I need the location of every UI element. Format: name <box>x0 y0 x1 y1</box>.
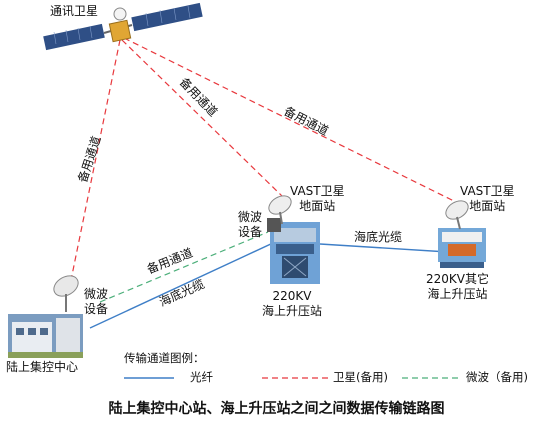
satellite-dish-icon <box>445 200 469 230</box>
station-other-text: 220KV其它 海上升压站 <box>426 272 489 301</box>
station-other-label: 220KV其它 海上升压站 <box>426 272 489 302</box>
ground-station-2-label: VAST卫星 地面站 <box>460 184 515 214</box>
ground-station-1-label: VAST卫星 地面站 <box>290 184 345 214</box>
satellite-icon <box>43 2 203 51</box>
microwave-station-text: 微波 设备 <box>238 210 263 239</box>
station-220kv-label: 220KV 海上升压站 <box>262 289 322 319</box>
satellite-label: 通讯卫星 <box>50 4 99 18</box>
legend-title: 传输通道图例： <box>124 351 205 365</box>
subsea-cable-label: 海底光缆 <box>354 230 403 244</box>
satellite-link-220kv-station <box>121 39 283 197</box>
offshore-platform-icon <box>438 228 486 268</box>
fiber-link-station-other <box>319 243 449 253</box>
offshore-platform-icon <box>270 222 320 284</box>
station-220kv-text: 220KV 海上升压站 <box>262 289 323 318</box>
satellite-dish-icon <box>53 275 79 312</box>
ground-station-1-text: VAST卫星 地面站 <box>290 184 345 213</box>
legend-microwave-label: 微波（备用) <box>466 370 528 384</box>
microwave-center-text: 微波 设备 <box>84 287 109 316</box>
diagram-title: 陆上集控中心站、海上升压站之间之间数据传输链路图 <box>108 401 445 417</box>
satellite-dish-icon <box>268 195 292 225</box>
microwave-dish-icon <box>267 218 281 232</box>
microwave-link <box>99 231 269 303</box>
microwave-station-label: 微波 设备 <box>238 210 262 240</box>
legend-fiber-label: 光纤 <box>190 370 213 384</box>
control-center-building-icon <box>8 314 83 358</box>
fiber-link-center-station <box>89 235 289 329</box>
legend-satellite-label: 卫星(备用) <box>333 370 388 384</box>
microwave-center-label: 微波 设备 <box>84 287 108 317</box>
satellite-link-other-station <box>123 37 463 206</box>
control-center-label: 陆上集控中心 <box>6 360 79 374</box>
satellite-link-control-center <box>69 39 121 286</box>
ground-station-2-text: VAST卫星 地面站 <box>460 184 515 213</box>
